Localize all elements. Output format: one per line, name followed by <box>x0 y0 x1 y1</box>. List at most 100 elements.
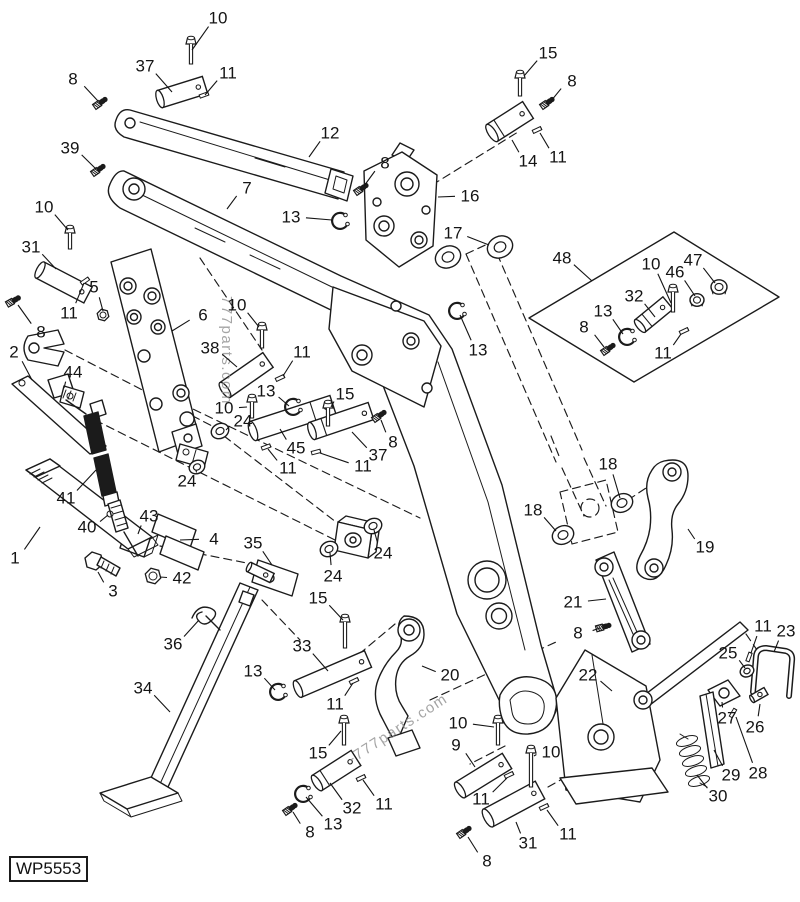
leader-line <box>153 694 171 713</box>
small-pin <box>348 676 360 686</box>
leader-line <box>155 73 173 93</box>
leader-line <box>97 571 105 583</box>
callout-label: 34 <box>134 679 153 698</box>
leader-line <box>183 619 200 637</box>
callout-label: 8 <box>305 823 314 842</box>
callout-label: 12 <box>321 124 340 143</box>
leader-line <box>83 85 99 102</box>
bolt-shaft <box>342 622 348 649</box>
callout-label: 33 <box>293 637 312 656</box>
pin-end <box>633 318 647 334</box>
snap-ring <box>284 397 302 417</box>
leader-line <box>363 170 376 187</box>
small-pin <box>79 276 91 286</box>
bolt-shaft <box>259 330 265 349</box>
leader-line <box>263 677 276 691</box>
pin-end <box>292 679 304 699</box>
leader-line <box>328 604 344 621</box>
callout-label: 28 <box>749 764 768 783</box>
pin-end <box>453 781 467 799</box>
callout-label: 1 <box>10 549 19 568</box>
callout-label: 8 <box>567 72 576 91</box>
pin-hole <box>262 572 269 578</box>
leader-line <box>773 640 780 653</box>
callout-label: 35 <box>244 534 263 553</box>
snap-ring <box>618 327 636 347</box>
leader-line <box>684 280 696 297</box>
leader-line <box>750 635 758 654</box>
leader-line <box>329 782 343 801</box>
callout-label: 32 <box>625 287 644 306</box>
watermark-vertical: 777parts.com <box>218 296 235 405</box>
callout-label: 22 <box>579 666 598 685</box>
callout-label: 10 <box>209 9 228 28</box>
callout-label: 2 <box>9 343 18 362</box>
leader-line <box>329 552 332 566</box>
callout-label: 5 <box>89 278 98 297</box>
callout-label: 8 <box>482 852 491 871</box>
callout-label: 11 <box>559 825 577 844</box>
leader-line <box>702 267 716 284</box>
leader-line <box>362 779 375 797</box>
callout-label: 21 <box>564 593 583 612</box>
callout-label: 48 <box>553 249 572 268</box>
leader-line <box>191 26 209 51</box>
leader-line <box>465 753 476 768</box>
small-pin <box>728 707 738 719</box>
leader-line <box>204 80 218 96</box>
callout-label: 13 <box>244 662 263 681</box>
leader-line <box>738 659 746 669</box>
leader-line <box>344 682 354 696</box>
bolt-shaft <box>67 233 73 250</box>
pin-hole <box>358 659 365 665</box>
callout-label: 43 <box>140 507 159 526</box>
leader-line <box>735 716 754 763</box>
leader-line <box>99 514 109 522</box>
callout-label: 11 <box>472 790 490 809</box>
callout-label: 29 <box>722 766 741 785</box>
leader-line <box>573 264 593 282</box>
pin-hole <box>259 361 266 367</box>
callout-label: 11 <box>60 304 78 323</box>
leader-line <box>600 680 613 692</box>
leader-line <box>159 576 168 579</box>
grease-fitting <box>370 409 387 424</box>
leader-line <box>587 598 607 602</box>
callout-label: 13 <box>282 208 301 227</box>
callout-label: 23 <box>777 622 796 641</box>
callout-label: 41 <box>57 489 76 508</box>
grease-fitting <box>455 825 472 840</box>
callout-label: 32 <box>343 799 362 818</box>
leader-line <box>380 419 387 433</box>
callout-label: 10 <box>449 714 468 733</box>
callout-label: 4 <box>209 530 218 549</box>
leader-line <box>282 360 294 377</box>
leader-line <box>757 703 761 717</box>
leader-line <box>721 701 724 708</box>
callout-label: 37 <box>136 57 155 76</box>
leader-line <box>543 517 557 532</box>
callout-label: 25 <box>719 644 738 663</box>
leader-line <box>171 319 190 332</box>
pin-end <box>310 774 324 792</box>
callout-label: 42 <box>173 569 192 588</box>
leader-line <box>81 154 97 170</box>
leader-line <box>279 428 287 440</box>
leader-line <box>278 396 290 407</box>
diagram-artwork <box>11 109 796 818</box>
small-pin <box>745 651 753 663</box>
snap-ring <box>269 682 287 702</box>
leader-line <box>515 821 522 834</box>
leader-line <box>437 195 456 198</box>
callout-label: 13 <box>324 815 343 834</box>
small-pin <box>538 802 550 812</box>
pin-hole <box>195 84 202 90</box>
leader-line <box>672 333 682 346</box>
small-pin <box>260 443 272 451</box>
leader-line <box>238 406 248 409</box>
pin-body <box>156 75 209 109</box>
callout-label: 27 <box>718 709 737 728</box>
callout-label: 26 <box>746 718 765 737</box>
leader-line <box>308 140 321 158</box>
